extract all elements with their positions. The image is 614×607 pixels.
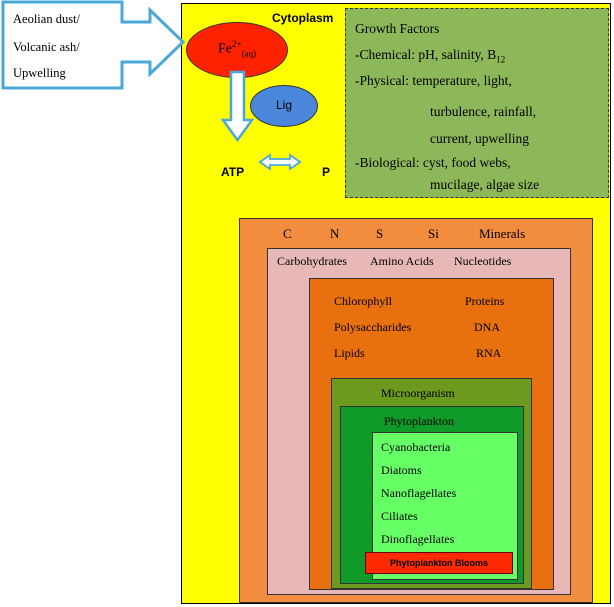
group-nanoflagellates: Nanoflagellates: [381, 486, 457, 500]
iron-state: (aq): [241, 48, 257, 59]
growth-factor-biological-1: -Biological: cyst, food webs,: [355, 155, 511, 170]
p-label: P: [322, 165, 331, 179]
group-dinoflagellates: Dinoflagellates: [381, 532, 455, 546]
macromolecule-proteins: Proteins: [465, 294, 505, 308]
microorganism-label: Microorganism: [381, 386, 455, 400]
growth-factor-biological-2: mucilage, algae size: [430, 177, 540, 192]
iron-label: Fe2+(aq): [218, 39, 256, 58]
cytoplasm-label: Cytoplasm: [272, 11, 334, 25]
atp-p-double-arrow: [258, 153, 302, 171]
growth-factor-physical-2: turbulence, rainfall,: [430, 104, 537, 119]
group-ciliates: Ciliates: [381, 509, 418, 523]
phytoplankton-label: Phytoplankton: [384, 414, 455, 428]
element-c: C: [283, 226, 292, 241]
growth-factor-physical-1: -Physical: temperature, light,: [355, 73, 512, 88]
macromolecule-rna: RNA: [476, 346, 502, 360]
iron-charge: 2+: [232, 39, 242, 49]
ligand-ellipse: Lig: [250, 85, 318, 127]
source-line-2: Volcanic ash/: [13, 40, 80, 54]
growth-factors-title: Growth Factors: [355, 21, 440, 36]
biomolecule-carbohydrates: Carbohydrates: [277, 254, 347, 268]
macromolecule-chlorophyll: Chlorophyll: [334, 294, 393, 308]
element-n: N: [330, 226, 340, 241]
source-line-3: Upwelling: [13, 66, 66, 80]
macromolecule-dna: DNA: [474, 320, 500, 334]
growth-factor-physical-3: current, upwelling: [430, 131, 529, 146]
element-s: S: [376, 226, 384, 241]
biomolecule-amino-acids: Amino Acids: [370, 254, 434, 268]
group-cyanobacteria: Cyanobacteria: [381, 440, 451, 454]
growth-factors-box: Growth Factors -Chemical: pH, salinity, …: [345, 8, 609, 198]
macromolecule-lipids: Lipids: [334, 346, 365, 360]
phytoplankton-blooms-box: Phytoplankton Blooms: [365, 552, 513, 574]
element-si: Si: [428, 226, 439, 241]
atp-label: ATP: [221, 165, 245, 179]
chemical-subscript: 12: [496, 54, 506, 65]
iron-base: Fe: [218, 41, 232, 57]
uptake-down-arrow: [220, 70, 255, 143]
group-diatoms: Diatoms: [381, 463, 422, 477]
macromolecule-polysaccharides: Polysaccharides: [334, 320, 412, 334]
element-minerals: Minerals: [479, 226, 526, 241]
biomolecule-nucleotides: Nucleotides: [454, 254, 512, 268]
growth-factor-chemical: -Chemical: pH, salinity, B12: [355, 47, 505, 65]
source-line-1: Aeolian dust/: [13, 12, 81, 26]
ligand-label: Lig: [275, 98, 292, 112]
chemical-text: -Chemical: pH, salinity, B: [355, 47, 497, 62]
